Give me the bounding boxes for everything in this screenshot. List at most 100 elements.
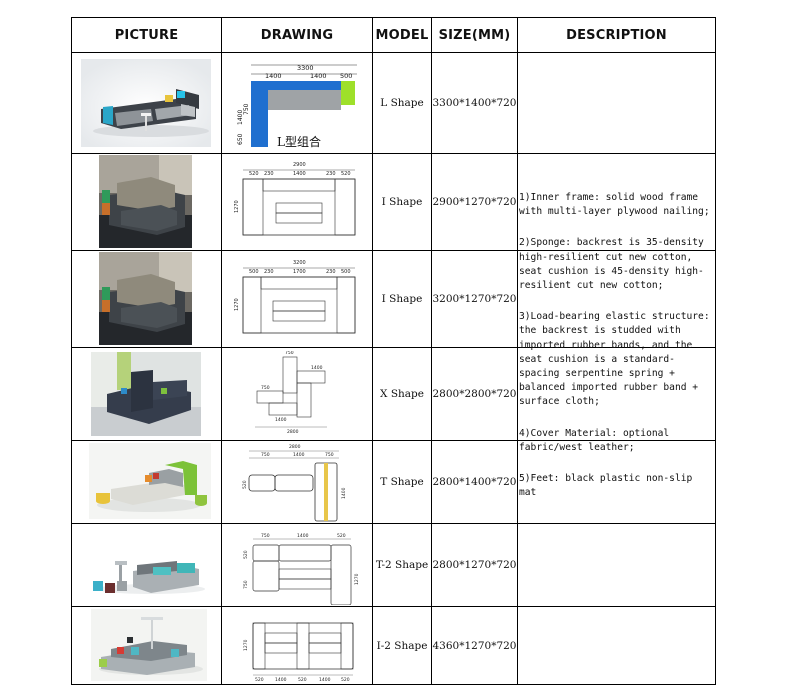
header-size: SIZE(MM) — [438, 27, 511, 43]
product-photo-i-shape — [99, 252, 192, 345]
dim-label: 3200 — [293, 260, 306, 266]
product-photo-l-shape — [81, 59, 211, 147]
model-cell: L Shape — [380, 97, 424, 109]
dim-label: 230 — [326, 269, 336, 275]
col-divider — [372, 17, 373, 685]
description-item: 5)Feet: black plastic non-slip mat — [519, 473, 693, 499]
dim-label: 750 — [243, 580, 249, 589]
product-photo-x-shape — [91, 352, 201, 436]
description-item: 3)Load-bearing elastic structure: the ba… — [519, 311, 710, 408]
dim-label: 230 — [326, 171, 336, 177]
row-divider — [71, 347, 716, 348]
dim-label: 520 — [242, 480, 248, 489]
dim-label: 1400 — [297, 533, 309, 539]
dim-label: 1400 — [293, 171, 306, 177]
dim-label: 1400 — [293, 452, 305, 458]
dim-label: 500 — [341, 269, 351, 275]
drawing-i2-shape: 520 1400 520 1400 520 1270 — [237, 611, 363, 689]
product-table: PICTURE DRAWING MODEL SIZE(MM) DESCRIPTI… — [71, 17, 716, 685]
dim-label: 1400 — [237, 110, 244, 125]
dim-label: 230 — [264, 269, 274, 275]
table-border-left — [71, 17, 72, 685]
dim-label: 750 — [261, 452, 270, 458]
dim-label: 1400 — [275, 677, 287, 683]
dim-label: 520 — [255, 677, 264, 683]
model-cell: I Shape — [381, 196, 423, 208]
model-cell: T Shape — [380, 476, 424, 488]
dim-label: 500 — [249, 269, 259, 275]
dim-label: 750 — [243, 103, 250, 115]
dim-label: 2800 — [287, 429, 299, 435]
dim-label: 520 — [341, 677, 350, 683]
row-divider — [71, 606, 716, 607]
drawing-t-shape: 2800 750 1400 750 1400 520 — [241, 443, 357, 527]
dim-label: 1700 — [293, 269, 306, 275]
col-divider — [431, 17, 432, 685]
dim-label: 1400 — [275, 417, 287, 423]
table-border-right — [715, 17, 716, 685]
size-cell: 4360*1270*720 — [432, 639, 517, 652]
size-cell: 2800*1400*720 — [432, 476, 517, 488]
col-divider — [221, 17, 222, 685]
dim-label: 1270 — [234, 200, 240, 213]
dim-label: 1400 — [265, 72, 282, 80]
row-divider — [71, 250, 716, 251]
description-cell: 1)Inner frame: solid wood frame with mul… — [519, 191, 715, 517]
dim-label: 520 — [298, 677, 307, 683]
dim-label: 1400 — [311, 365, 323, 371]
dim-label: 2900 — [293, 162, 306, 168]
dim-label: 1270 — [354, 573, 360, 585]
col-divider — [517, 17, 518, 685]
description-item: 2)Sponge: backrest is 35-density high-re… — [519, 237, 704, 292]
product-photo-t2-shape — [85, 527, 209, 601]
size-cell: 3200*1270*720 — [432, 293, 517, 305]
description-item: 1)Inner frame: solid wood frame with mul… — [519, 192, 710, 218]
row-divider — [71, 440, 716, 441]
size-cell: 2800*1270*720 — [432, 559, 517, 571]
drawing-t2-shape: 750 1400 520 520 750 1270 — [237, 529, 363, 609]
header-description: DESCRIPTION — [566, 27, 667, 43]
drawing-x-shape: 750 1400 2800 1400 750 — [247, 350, 343, 443]
dim-label: 520 — [341, 171, 351, 177]
model-cell: I Shape — [381, 293, 423, 305]
size-cell: 2800*2800*720 — [432, 388, 517, 400]
table-border-bottom — [71, 684, 716, 685]
dim-label: 1270 — [234, 298, 240, 311]
dim-label: 1400 — [319, 677, 331, 683]
size-cell: 2900*1270*720 — [432, 196, 517, 208]
drawing-caption: L型组合 — [277, 134, 321, 149]
dim-label: 750 — [285, 351, 294, 356]
dim-label: 520 — [243, 550, 249, 559]
product-photo-i-shape — [99, 155, 192, 248]
dim-label: 3300 — [297, 64, 314, 72]
dim-label: 520 — [337, 533, 346, 539]
dim-label: 520 — [249, 171, 259, 177]
size-cell: 3300*1400*720 — [432, 97, 517, 109]
dim-label: 650 — [237, 133, 244, 145]
dim-label: 1400 — [310, 72, 327, 80]
dim-label: 1270 — [243, 639, 249, 651]
drawing-l-shape: 3300 1400 1400 500 1400 650 750 — [229, 55, 369, 155]
row-divider — [71, 523, 716, 524]
header-drawing: DRAWING — [260, 27, 334, 43]
model-cell: X Shape — [380, 388, 424, 400]
dim-label: 750 — [261, 385, 270, 391]
row-divider — [71, 153, 716, 154]
dim-label: 2800 — [289, 444, 301, 450]
model-cell: I-2 Shape — [376, 639, 428, 652]
model-cell: T-2 Shape — [375, 559, 429, 571]
dim-label: 750 — [325, 452, 334, 458]
dim-label: 750 — [261, 533, 270, 539]
description-item: 4)Cover Material: optional fabric/west l… — [519, 427, 670, 453]
product-photo-t-shape — [89, 443, 211, 519]
row-divider — [71, 52, 716, 53]
header-picture: PICTURE — [114, 27, 179, 43]
drawing-i-shape-2900: 2900 520 230 1400 230 520 1270 — [231, 161, 367, 245]
product-photo-i2-shape — [91, 609, 207, 681]
drawing-i-shape-3200: 3200 500 230 1700 230 500 1270 — [231, 259, 367, 343]
header-model: MODEL — [375, 27, 429, 43]
dim-label: 500 — [340, 72, 352, 80]
dim-label: 230 — [264, 171, 274, 177]
table-border-top — [71, 17, 716, 18]
dim-label: 1400 — [341, 487, 347, 499]
